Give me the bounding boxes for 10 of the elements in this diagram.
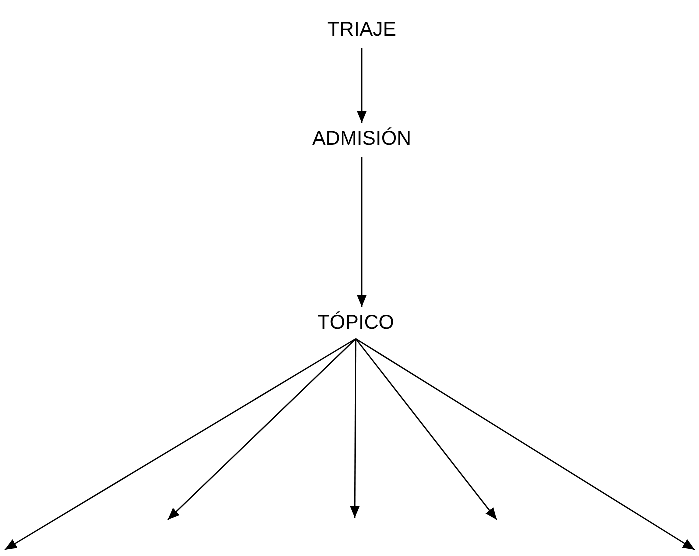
arrow — [355, 338, 498, 520]
node-label: TRIAJE — [328, 18, 396, 42]
arrow — [357, 48, 367, 123]
arrow — [357, 157, 367, 307]
arrow — [350, 339, 360, 518]
node-label: ADMISIÓN — [312, 127, 412, 151]
node-label: TÓPICO — [318, 311, 394, 335]
arrow — [356, 338, 696, 551]
arrow — [4, 338, 356, 551]
arrow — [168, 338, 356, 520]
